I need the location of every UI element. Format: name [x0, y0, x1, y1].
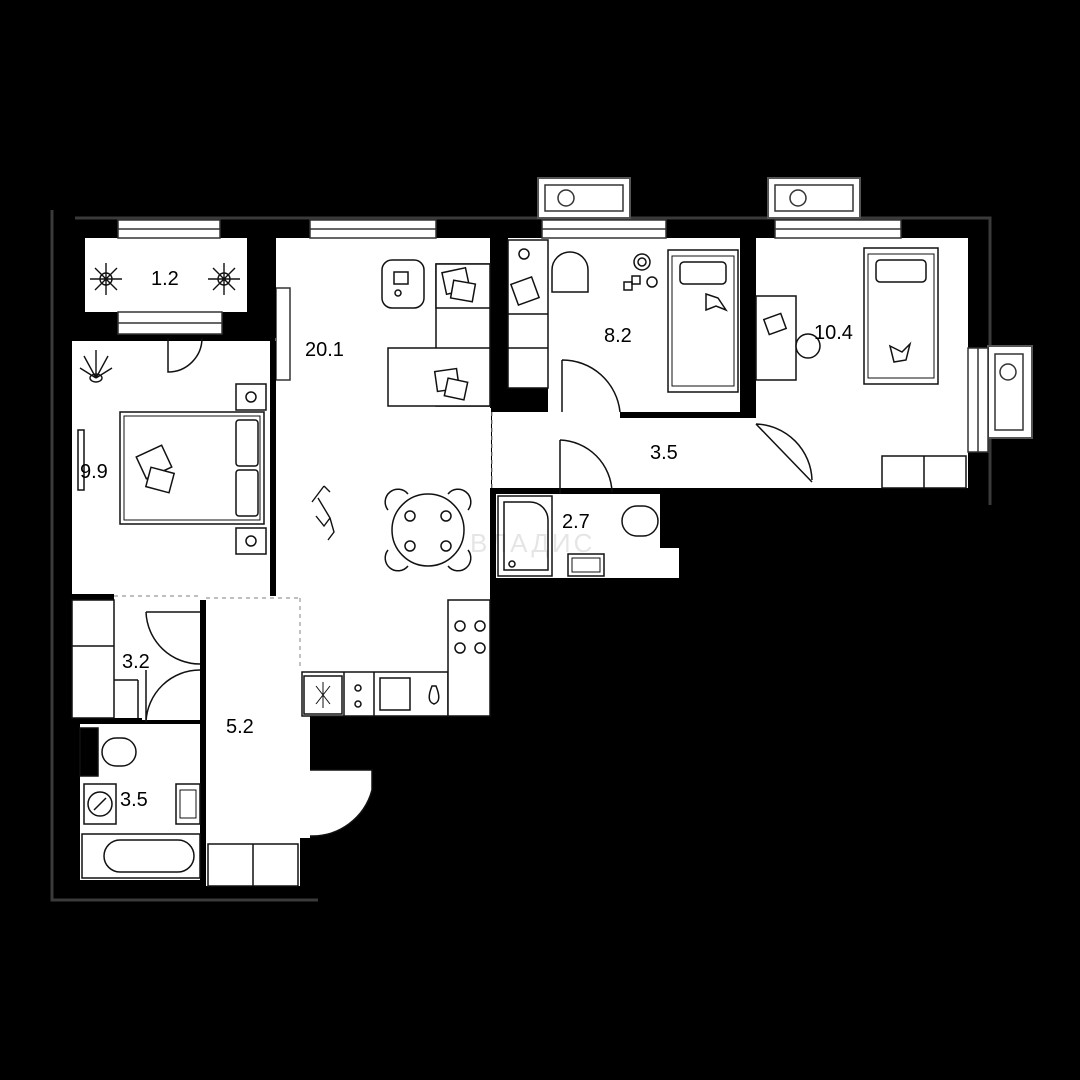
- window-icon: [275, 287, 291, 381]
- windows: [117, 219, 989, 453]
- interior-walls: [72, 238, 756, 890]
- room-area-balcony: 1.2: [151, 268, 179, 290]
- plant-icon: [79, 263, 240, 383]
- ac-unit-icon: [767, 177, 861, 219]
- door-icon: [145, 669, 201, 723]
- ac-units: [537, 177, 1033, 439]
- room-area-bathroom: 3.5: [120, 789, 148, 811]
- toy-icon: [623, 253, 658, 291]
- fridge-icon: [303, 675, 343, 715]
- door-icon: [145, 611, 201, 665]
- toy-icon: [311, 485, 335, 541]
- corridor-floor: [492, 412, 756, 488]
- open-boundaries: [114, 412, 493, 670]
- room-area-corridor: 3.5: [650, 442, 678, 464]
- sink-icon: [567, 553, 605, 577]
- door-icon: [561, 359, 621, 413]
- hall-shelf: [207, 843, 299, 887]
- room-area-kids-room-1: 8.2: [604, 325, 632, 347]
- bed-icon: [77, 383, 267, 555]
- toilet-icon: [621, 505, 659, 537]
- hall-floor: [206, 596, 300, 886]
- watermark: ВЛАДИС: [470, 528, 596, 558]
- outer-walls: [50, 210, 992, 902]
- bathtub-icon: [81, 833, 201, 879]
- door-icon: [309, 769, 373, 837]
- room-area-bathroom-small: 2.7: [562, 511, 590, 533]
- room-area-kids-room-2: 10.4: [814, 322, 853, 344]
- entry-threshold: [300, 770, 310, 838]
- shower-icon: [497, 495, 553, 577]
- room-area-living-kitchen: 20.1: [305, 339, 344, 361]
- door-icon: [755, 423, 813, 483]
- ac-unit-icon: [537, 177, 631, 219]
- doors: [145, 337, 813, 837]
- door-icon: [559, 439, 613, 494]
- sink-icon: [379, 677, 411, 711]
- room-area-hall: 5.2: [226, 716, 254, 738]
- wardrobe-fixtures: [71, 599, 139, 719]
- hall-entry: [300, 716, 310, 770]
- bathroom-fixtures: [79, 727, 201, 879]
- bathroom-small-fixtures: [497, 495, 659, 577]
- sofa-icon: [387, 263, 491, 407]
- kitchen-counter: [301, 599, 491, 717]
- door-icon: [167, 337, 203, 373]
- stove-icon: [454, 620, 486, 654]
- kids-room-1-furniture: [507, 239, 739, 393]
- desk-icon: [381, 259, 425, 309]
- toilet-icon: [101, 737, 137, 767]
- table-chairs-icon: [384, 488, 472, 572]
- kids-room-2-furniture: [755, 247, 967, 489]
- room-area-wardrobe: 3.2: [122, 651, 150, 673]
- wardrobe-floor: [72, 596, 206, 720]
- room-area-bedroom: 9.9: [80, 461, 108, 483]
